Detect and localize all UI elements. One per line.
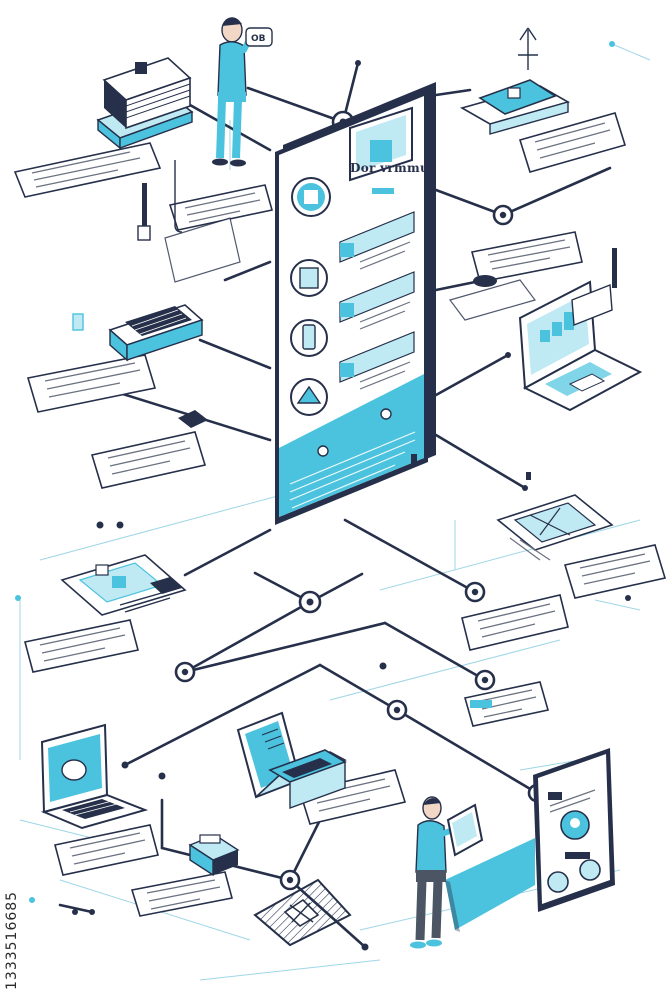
signal-bar-right xyxy=(612,248,617,288)
text-card-left-lower2 xyxy=(54,824,159,876)
book-stack xyxy=(96,57,194,150)
laptop-center xyxy=(236,711,347,809)
document-card-right xyxy=(496,494,614,561)
laptop-bottom-left xyxy=(40,723,149,830)
phone-header-screen xyxy=(349,106,413,194)
person-icon xyxy=(304,190,318,204)
tablet-device-right xyxy=(533,748,615,912)
monitor-device-top-right xyxy=(459,27,571,135)
laptop-right xyxy=(518,280,643,412)
speech-bubble-text: OB xyxy=(251,34,266,44)
text-card-right-top xyxy=(518,112,627,173)
text-card-left-top xyxy=(13,142,162,198)
phone-icon xyxy=(302,324,316,350)
scanner-device xyxy=(108,304,204,362)
cyan-platform xyxy=(445,838,535,932)
person-on-phone xyxy=(212,17,273,167)
text-card-left-row4 xyxy=(24,619,139,673)
mail-icon xyxy=(296,385,322,404)
chart-icon xyxy=(112,576,126,588)
person-with-tablet xyxy=(410,796,484,949)
dark-square-chip xyxy=(178,410,208,428)
central-smartphone xyxy=(275,82,436,525)
chart-card-left xyxy=(60,554,187,616)
text-card-bottom-left xyxy=(130,871,233,917)
signal-bar-left xyxy=(137,183,151,241)
small-accents xyxy=(470,472,531,708)
phone-row-2 xyxy=(290,259,415,323)
phone-header-title: Dor vrmmue xyxy=(350,161,437,175)
white-box-left xyxy=(164,217,241,283)
phone-row-1 xyxy=(291,177,415,263)
printer-bottom xyxy=(188,834,240,877)
cylinder-node-right xyxy=(448,275,537,321)
text-card-right-upper xyxy=(471,231,583,283)
phone-row-4 xyxy=(290,378,328,416)
phone-row-3 xyxy=(290,319,415,383)
document-icon xyxy=(299,267,319,289)
speech-bubble xyxy=(245,27,273,47)
cable-hanging xyxy=(174,160,183,233)
text-card-left-mid xyxy=(26,354,157,413)
printer-icon xyxy=(199,834,221,844)
stock-id-watermark: 1333516685 xyxy=(4,890,20,990)
small-lamp xyxy=(72,313,84,331)
text-card-left-lower xyxy=(90,431,207,489)
hatched-diamond xyxy=(253,878,352,947)
text-card-right-row4a xyxy=(461,594,569,651)
text-card-right-row3 xyxy=(563,544,667,599)
